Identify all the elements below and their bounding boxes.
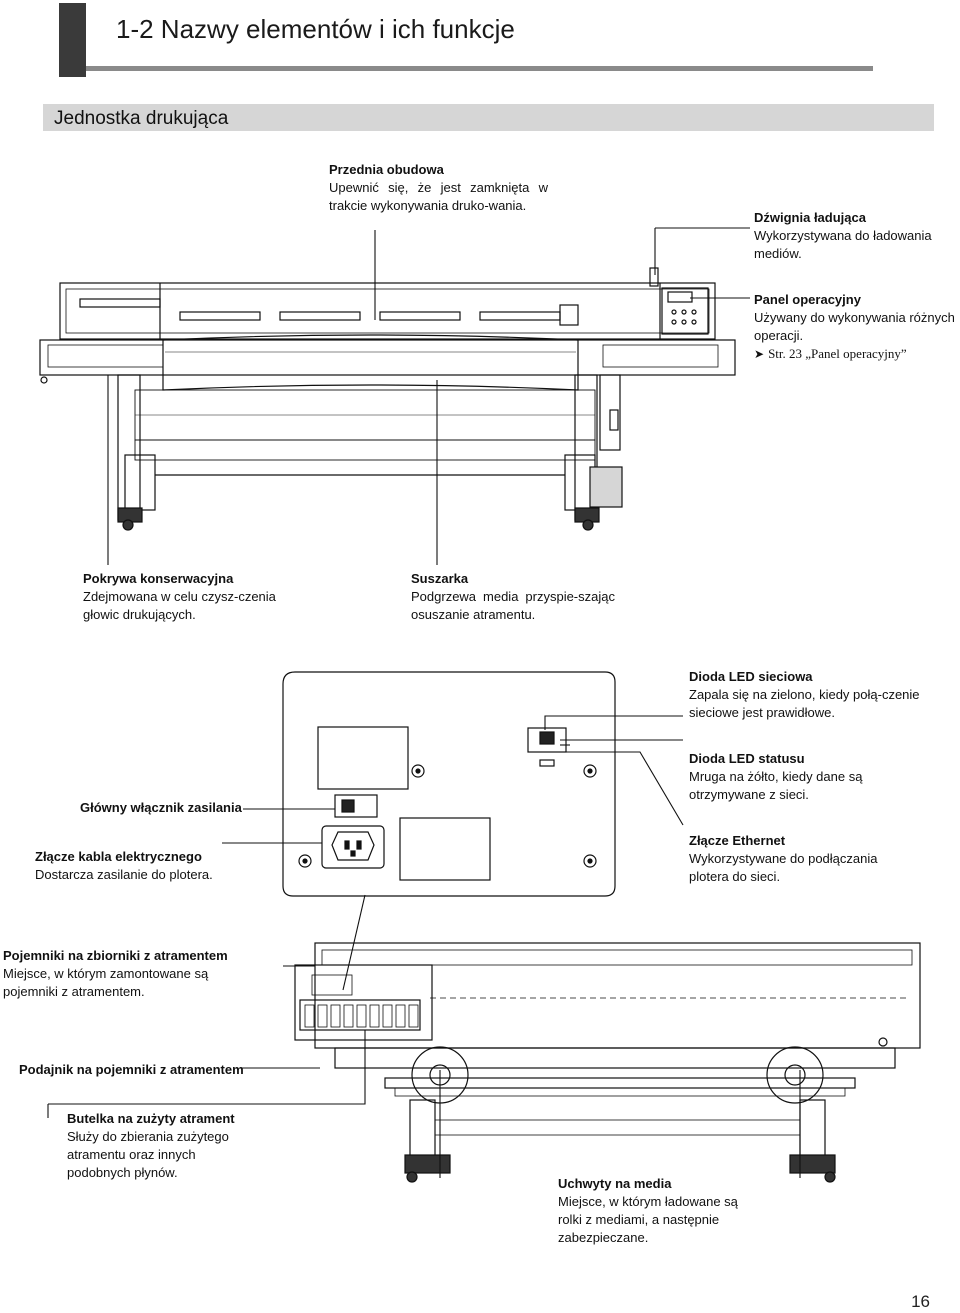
printer-front-illustration	[39, 267, 736, 531]
label-power-switch: Główny włącznik zasilania	[80, 799, 250, 817]
label-desc: Miejsce, w którym ładowane są rolki z me…	[558, 1194, 738, 1245]
callouts-front	[107, 227, 750, 565]
label-title: Pojemniki na zbiorniki z atramentem	[3, 948, 228, 963]
label-maintenance-cover: Pokrywa konserwacyjna Zdejmowana w celu …	[83, 570, 283, 624]
label-desc: Dostarcza zasilanie do plotera.	[35, 867, 213, 882]
label-power-connector: Złącze kabla elektrycznego Dostarcza zas…	[35, 848, 225, 884]
label-title: Uchwyty na media	[558, 1176, 672, 1191]
label-desc: Zdejmowana w celu czysz-czenia głowic dr…	[83, 589, 276, 622]
printer-rear-illustration	[294, 942, 921, 1183]
label-title: Panel operacyjny	[754, 292, 861, 307]
label-title: Główny włącznik zasilania	[80, 800, 242, 815]
label-desc: Podgrzewa media przyspie-szając osuszani…	[411, 589, 615, 622]
label-desc: Zapala się na zielono, kiedy połą-czenie…	[689, 687, 920, 720]
label-ref[interactable]: ➤Str. 23 „Panel operacyjny”	[754, 345, 960, 363]
label-desc: Mruga na żółto, kiedy dane są otrzymywan…	[689, 769, 863, 802]
label-ink-containers: Pojemniki na zbiorniki z atramentem Miej…	[3, 947, 233, 1001]
label-title: Złącze Ethernet	[689, 833, 786, 848]
arrow-icon: ➤	[754, 347, 765, 361]
header-block	[59, 3, 86, 77]
label-title: Złącze kabla elektrycznego	[35, 849, 202, 864]
label-desc: Wykorzystywana do ładowania mediów.	[754, 228, 932, 261]
page-number: 16	[911, 1292, 930, 1311]
label-desc: Używany do wykonywania różnych operacji.	[754, 310, 955, 343]
rear-panel-illustration	[282, 671, 616, 897]
label-title: Dioda LED statusu	[689, 751, 805, 766]
label-title: Pokrywa konserwacyjna	[83, 571, 234, 586]
page-title: 1-2 Nazwy elementów i ich funkcje	[116, 14, 515, 44]
label-media-holders: Uchwyty na media Miejsce, w którym ładow…	[558, 1175, 748, 1247]
ref-link[interactable]: Str. 23 „Panel operacyjny”	[768, 346, 907, 361]
label-desc: Miejsce, w którym zamontowane są pojemni…	[3, 966, 209, 999]
label-network-led: Dioda LED sieciowa Zapala się na zielono…	[689, 668, 934, 722]
section-title: Jednostka drukująca	[54, 108, 229, 129]
label-operation-panel: Panel operacyjny Używany do wykonywania …	[754, 291, 960, 363]
label-title: Przednia obudowa	[329, 162, 444, 177]
label-status-led: Dioda LED statusu Mruga na żółto, kiedy …	[689, 750, 889, 804]
label-title: Podajnik na pojemniki z atramentem	[19, 1062, 244, 1077]
label-desc: Służy do zbierania zużytego atramentu or…	[67, 1129, 229, 1180]
label-title: Butelka na zużyty atrament	[67, 1111, 235, 1126]
label-ethernet: Złącze Ethernet Wykorzystywane do podłąc…	[689, 832, 894, 886]
label-title: Dioda LED sieciowa	[689, 669, 813, 684]
label-front-cover: Przednia obudowa Upewnić się, że jest za…	[329, 161, 548, 215]
label-desc: Upewnić się, że jest zamknięta w trakcie…	[329, 180, 548, 213]
header-rule	[86, 66, 873, 71]
label-loading-lever: Dźwignia ładująca Wykorzystywana do łado…	[754, 209, 959, 263]
label-title: Dźwignia ładująca	[754, 210, 866, 225]
callouts-rear	[222, 715, 684, 844]
label-dryer: Suszarka Podgrzewa media przyspie-szając…	[411, 570, 615, 624]
callouts-rear-view	[47, 894, 801, 1178]
label-desc: Wykorzystywane do podłączania plotera do…	[689, 851, 878, 884]
label-waste-bottle: Butelka na zużyty atrament Służy do zbie…	[67, 1110, 237, 1182]
label-ink-feeder: Podajnik na pojemniki z atramentem	[19, 1061, 249, 1079]
label-title: Suszarka	[411, 571, 469, 586]
section-bar	[43, 104, 934, 131]
